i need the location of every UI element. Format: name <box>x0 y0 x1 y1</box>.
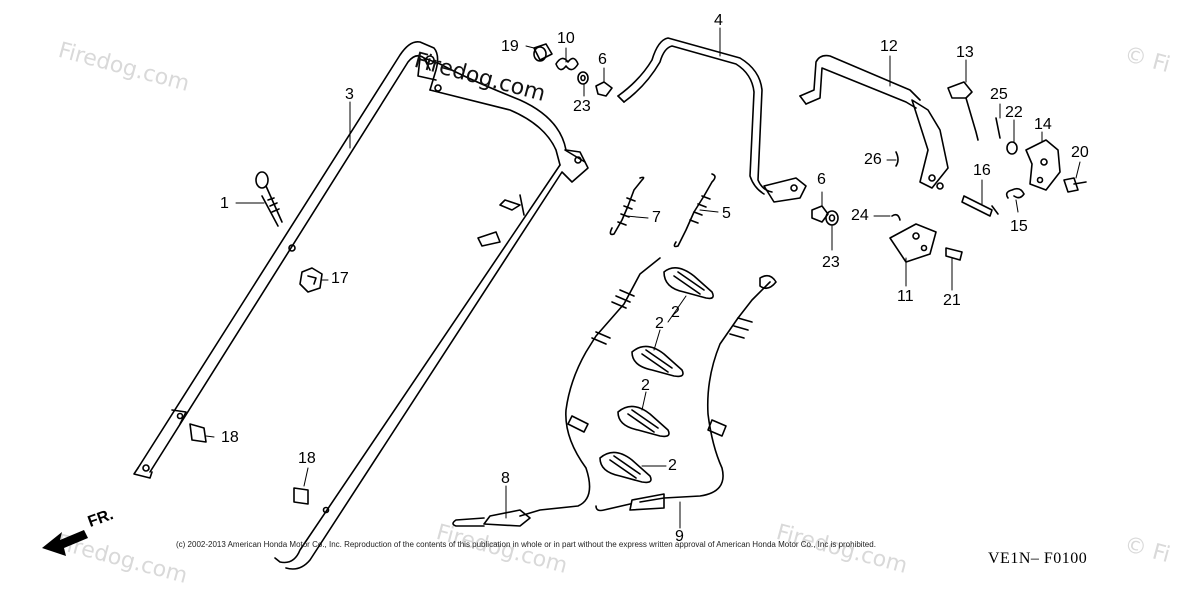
part-14-pawl <box>1025 139 1061 191</box>
callout-4: 4 <box>714 12 723 29</box>
callout-18: 18 <box>298 450 316 467</box>
callout-25: 25 <box>990 86 1008 103</box>
diagram-code: VE1N– F0100 <box>988 550 1088 567</box>
part-18-clip <box>189 423 309 505</box>
part-10-spring <box>555 57 579 71</box>
part-20-bolt <box>1063 177 1087 193</box>
part-9-cable <box>595 274 777 512</box>
part-23-washer <box>825 210 839 226</box>
callout-7: 7 <box>652 209 661 226</box>
part-6-bushing <box>811 205 829 223</box>
part-15-spring <box>1005 187 1025 199</box>
part-16-bolt <box>961 195 999 217</box>
callout-6: 6 <box>598 51 607 68</box>
part-2-cable-clip <box>617 405 670 438</box>
part-17-nut <box>299 267 323 293</box>
part-26-pin <box>895 151 899 167</box>
callout-19: 19 <box>501 38 519 55</box>
part-4-lever <box>617 37 807 203</box>
callout-6: 6 <box>817 171 826 188</box>
callout-2: 2 <box>671 304 680 321</box>
callout-14: 14 <box>1034 116 1052 133</box>
part-2-cable-clip <box>663 267 714 300</box>
callout-21: 21 <box>943 292 961 309</box>
part-12-rod <box>799 54 949 190</box>
callout-15: 15 <box>1010 218 1028 235</box>
callout-26: 26 <box>864 151 882 168</box>
callout-24: 24 <box>851 207 869 224</box>
part-7-spring <box>609 176 645 236</box>
handle-frame <box>133 40 589 570</box>
part-8-cable <box>452 257 661 527</box>
callout-20: 20 <box>1071 144 1089 161</box>
copyright-notice: (c) 2002-2013 American Honda Motor Co., … <box>176 540 876 549</box>
part-21-bolt <box>945 247 963 261</box>
callout-9: 9 <box>675 528 684 545</box>
callout-12: 12 <box>880 38 898 55</box>
callout-10: 10 <box>557 30 575 47</box>
callout-2: 2 <box>668 457 677 474</box>
callout-23: 23 <box>822 254 840 271</box>
callout-2: 2 <box>641 377 650 394</box>
leader-lines <box>205 27 1081 529</box>
part-2-cable-clip <box>599 451 652 484</box>
callout-2: 2 <box>655 315 664 332</box>
callout-3: 3 <box>345 86 354 103</box>
part-23-washer <box>577 71 589 85</box>
part-22-washer <box>1006 141 1018 155</box>
part-2-cable-clip <box>631 345 684 378</box>
callout-1: 1 <box>220 195 229 212</box>
callout-16: 16 <box>973 162 991 179</box>
part-6-bushing <box>595 81 613 97</box>
callout-5: 5 <box>722 205 731 222</box>
callout-8: 8 <box>501 470 510 487</box>
part-1-eye-bolt <box>255 171 283 227</box>
front-arrow-icon <box>42 530 88 556</box>
part-24-pin <box>891 213 901 221</box>
part-13-bracket <box>947 81 979 141</box>
callout-13: 13 <box>956 44 974 61</box>
callout-22: 22 <box>1005 104 1023 121</box>
part-5-spring <box>673 173 716 248</box>
callout-11: 11 <box>897 288 914 305</box>
part-11-bracket <box>889 223 937 263</box>
callout-18: 18 <box>221 429 239 446</box>
part-25-pin <box>995 117 1001 139</box>
callout-23: 23 <box>573 98 591 115</box>
part-19-collar <box>533 43 553 62</box>
callout-17: 17 <box>331 270 349 287</box>
